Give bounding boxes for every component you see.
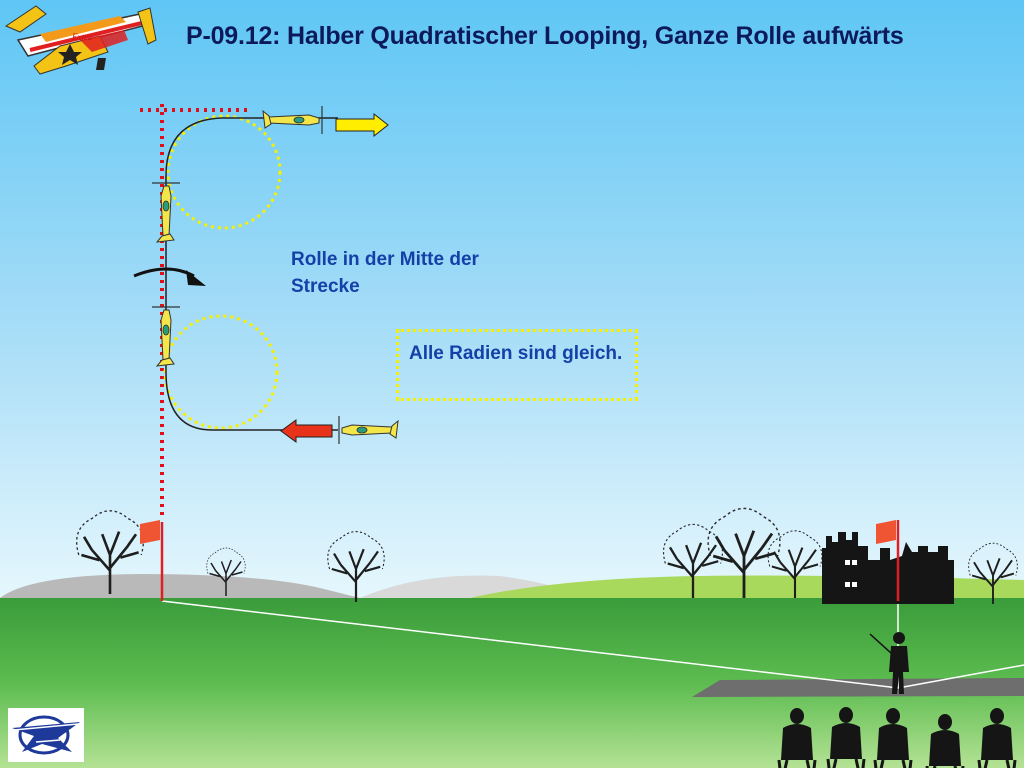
exit-arrow <box>335 112 389 138</box>
entry-arrow <box>280 419 333 443</box>
page-title: P-09.12: Halber Quadratischer Looping, G… <box>186 22 904 50</box>
reference-lines <box>140 104 252 520</box>
roll-arrow <box>133 267 206 286</box>
pilot-silhouette <box>869 632 909 694</box>
runway <box>692 678 1024 697</box>
roll-annotation: Rolle in der Mitte der Strecke <box>291 249 479 297</box>
logo-aircraft: Extra <box>4 5 157 75</box>
right-flag <box>876 520 900 601</box>
sky <box>0 0 1024 600</box>
radius-circles <box>163 114 282 430</box>
federation-logo <box>8 708 84 762</box>
flight-path <box>165 117 338 431</box>
radii-annotation: Alle Radien sind gleich. <box>396 329 638 401</box>
left-flag <box>140 520 164 601</box>
castle-ruin <box>822 532 954 604</box>
logo-text: Extra <box>71 32 92 42</box>
